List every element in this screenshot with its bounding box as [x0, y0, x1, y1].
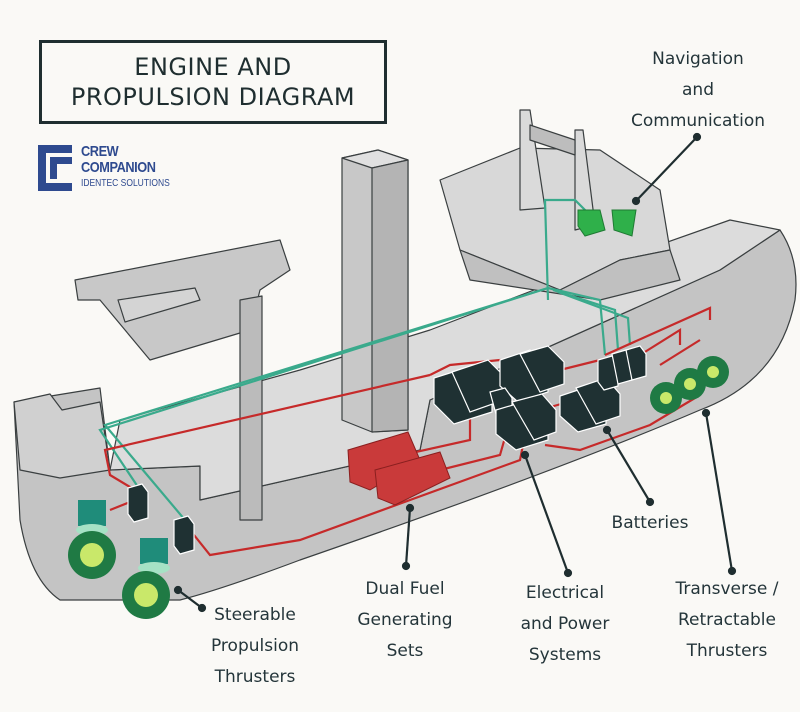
label-steerable-propulsion-thrusters: Steerable Propulsion Thrusters [195, 600, 315, 693]
label-line: Generating [357, 610, 453, 630]
label-line: Thrusters [686, 641, 768, 661]
navigation-consoles [577, 209, 637, 237]
title-box: ENGINE AND PROPULSION DIAGRAM [39, 40, 387, 124]
logo-mark-icon [38, 145, 72, 191]
steerable-thruster [68, 500, 116, 579]
label-line: Communication [631, 111, 765, 131]
thruster-control-box [173, 515, 195, 555]
nav-console [611, 209, 637, 237]
crew-companion-logo: CREW COMPANION IDENTEC SOLUTIONS [38, 143, 178, 195]
label-line: Thrusters [214, 667, 296, 687]
logo-name-line-1: CREW [81, 143, 119, 160]
label-line: and Power [520, 614, 610, 634]
label-line: Electrical [525, 583, 605, 603]
nav-console [577, 209, 606, 237]
label-transverse-retractable-thrusters: Transverse / Retractable Thrusters [662, 574, 792, 667]
label-line: Sets [386, 641, 424, 661]
label-line: Transverse / [675, 579, 779, 599]
label-electrical-power-systems: Electrical and Power Systems [500, 578, 630, 671]
switchboard-cabinet [625, 345, 647, 381]
label-navigation-communication: Navigation and Communication [608, 44, 788, 137]
label-batteries: Batteries [600, 508, 700, 539]
label-line: Retractable [678, 610, 776, 630]
label-line: Steerable [214, 605, 296, 625]
thruster-control-box [127, 483, 149, 523]
label-dual-fuel-generating-sets: Dual Fuel Generating Sets [345, 574, 465, 667]
title-line-1: ENGINE AND [134, 53, 292, 81]
equipment-cabinet [519, 345, 565, 393]
leader-lines [173, 132, 737, 613]
label-line: Batteries [611, 513, 689, 533]
transverse-thrusters [650, 356, 729, 414]
steerable-thrusters [68, 500, 170, 619]
label-line: Propulsion [210, 636, 299, 656]
generator-set [374, 451, 451, 506]
logo-name-line-2: COMPANION [81, 159, 156, 176]
logo-tagline: IDENTEC SOLUTIONS [81, 178, 170, 189]
ship-hull [13, 109, 797, 601]
equipment-cabinet [511, 393, 557, 441]
title-line-2: PROPULSION DIAGRAM [70, 83, 356, 111]
label-line: Systems [528, 645, 602, 665]
data-cables [98, 198, 632, 521]
label-line: Dual Fuel [365, 579, 445, 599]
label-line: Navigation [652, 49, 744, 69]
steerable-thruster [122, 538, 170, 619]
label-line: and [682, 80, 714, 100]
electrical-power-equipment [127, 345, 647, 555]
dual-fuel-generators [347, 431, 451, 506]
